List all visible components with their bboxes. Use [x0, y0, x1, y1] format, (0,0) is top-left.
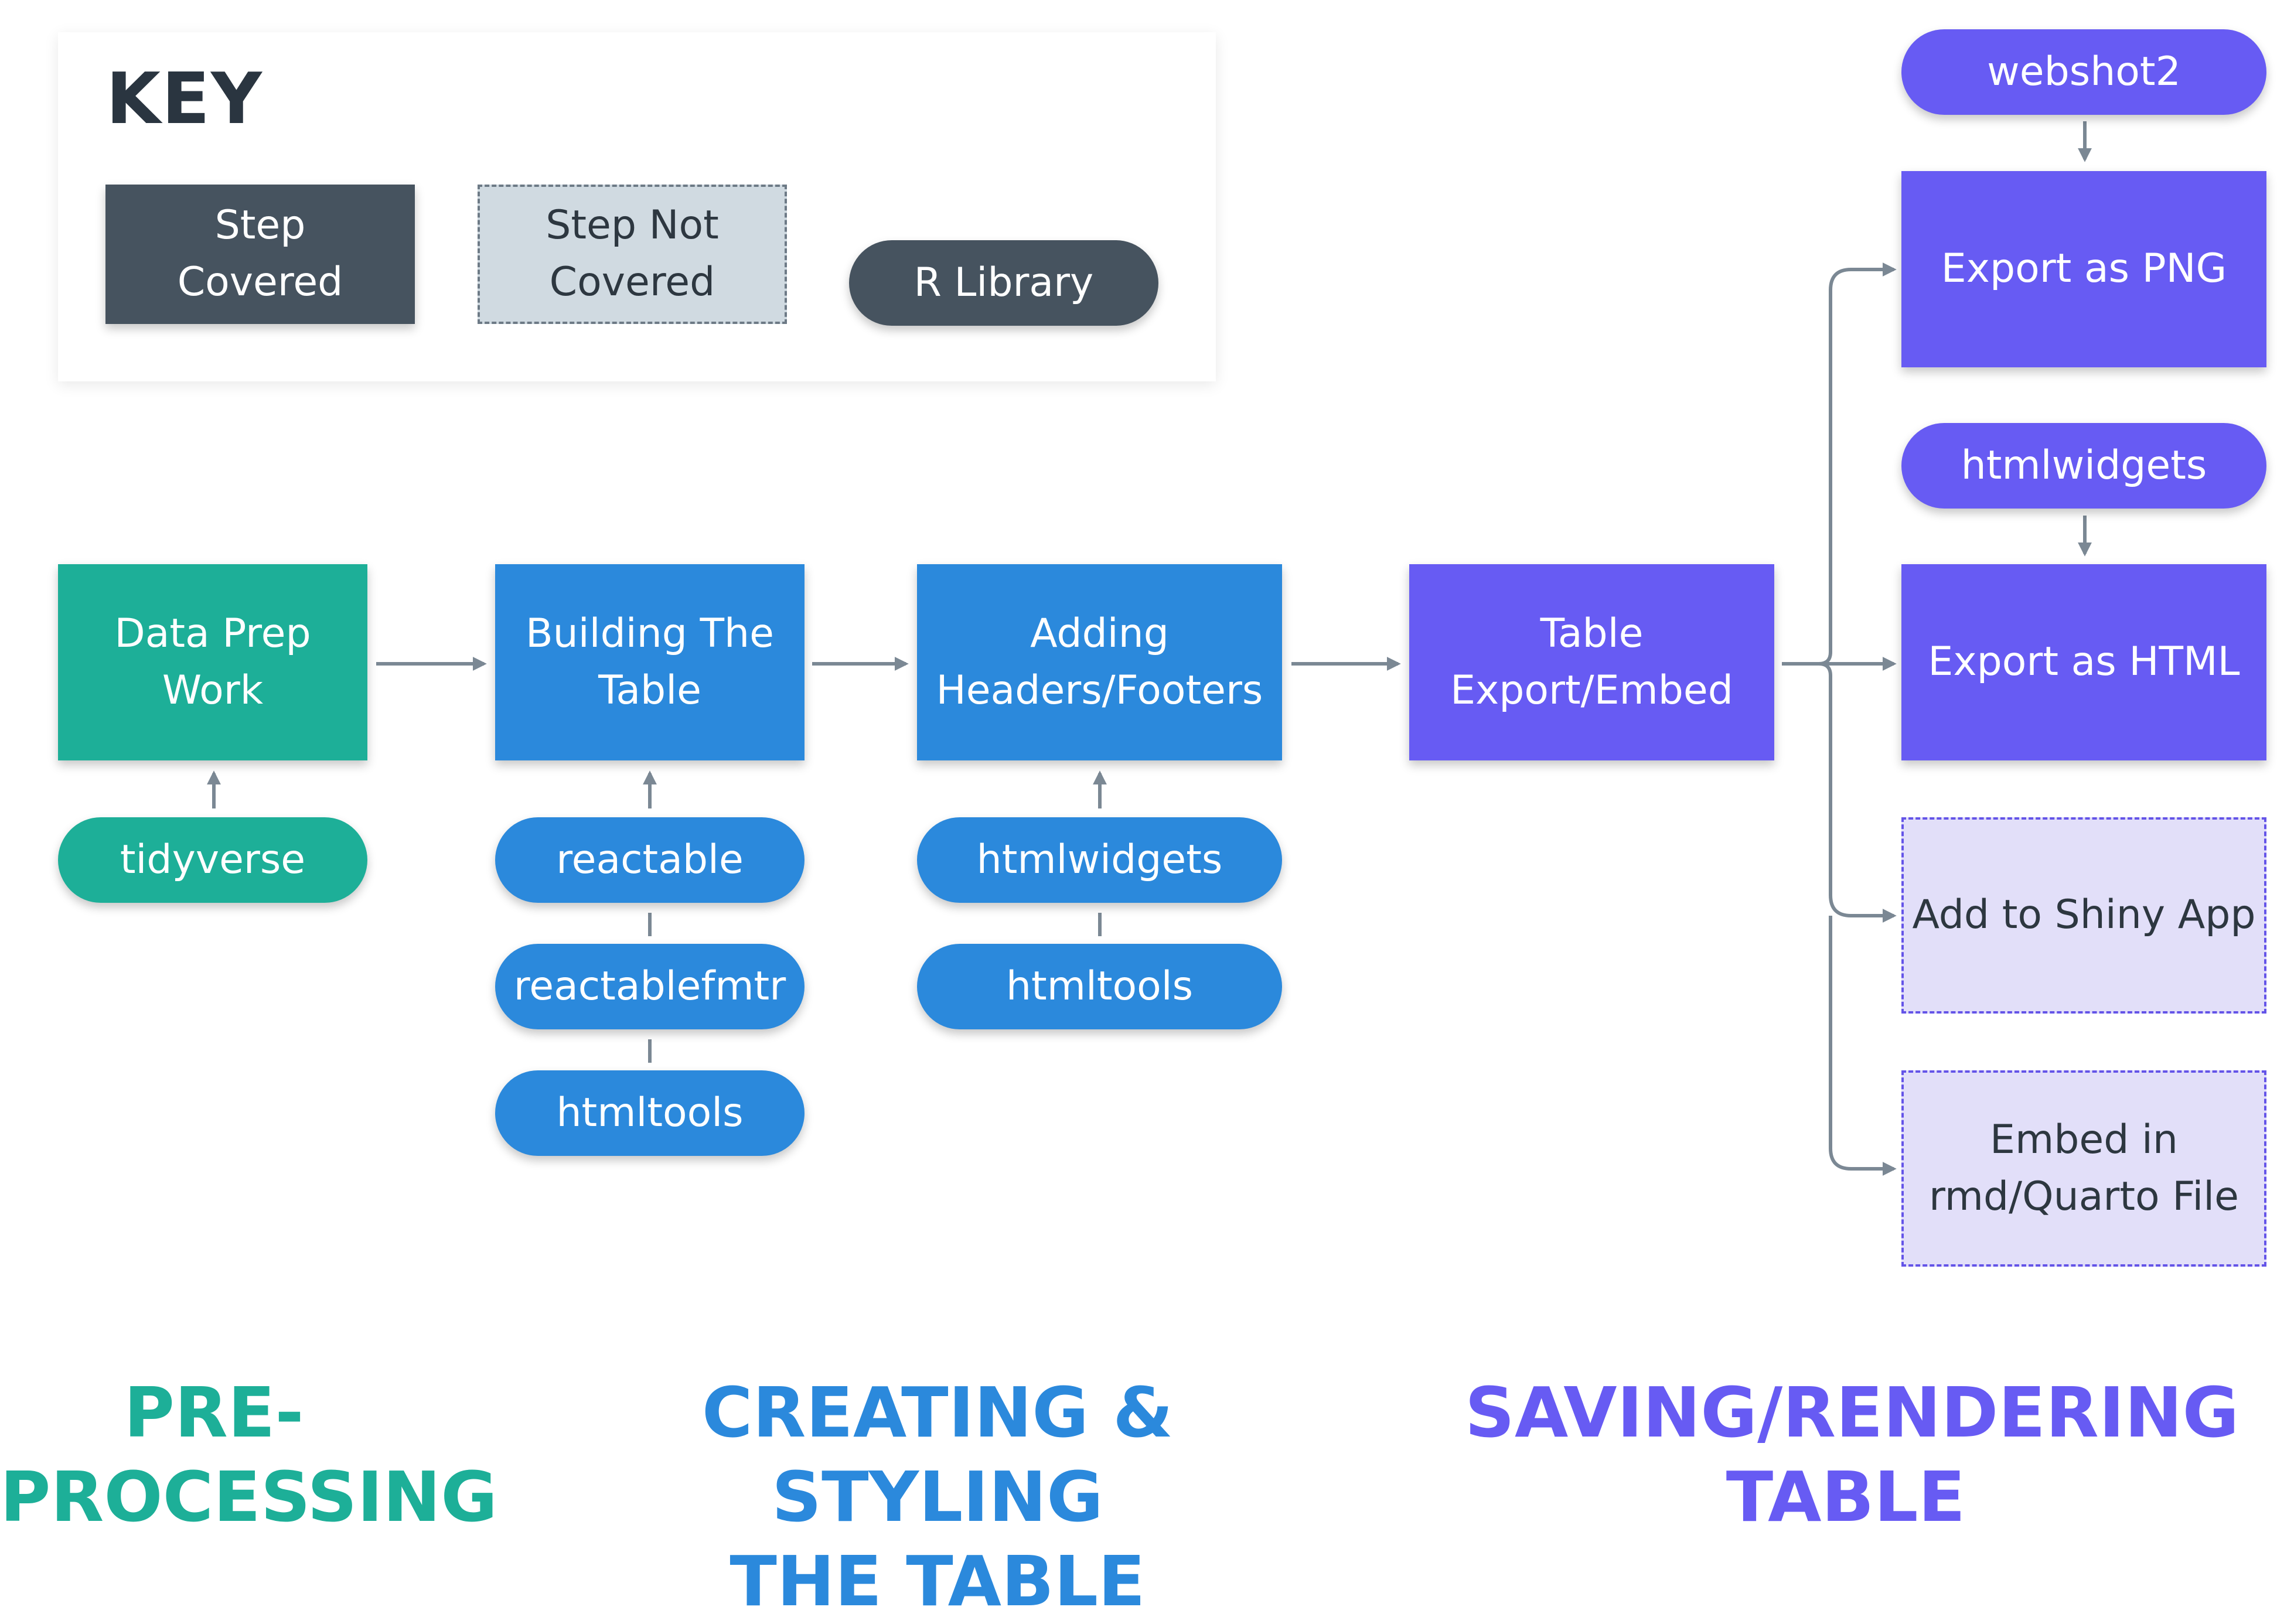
- step-export-html: Export as HTML: [1901, 564, 2266, 760]
- key-step-not-covered: Step Not Covered: [478, 185, 787, 324]
- section-saving-rendering: SAVING/RENDERING TABLE: [1465, 1372, 2239, 1537]
- library-reactable: reactable: [495, 817, 805, 903]
- section-preprocessing: PRE- PROCESSING: [0, 1372, 498, 1537]
- step-embed-rmd: Embed in rmd/Quarto File: [1901, 1070, 2266, 1267]
- branch-to-rmd: [1829, 916, 1897, 1176]
- step-table-export: Table Export/Embed: [1409, 564, 1774, 760]
- library-tidyverse: tidyverse: [58, 817, 367, 903]
- library-htmlwidgets-export: htmlwidgets: [1901, 423, 2266, 509]
- step-export-png: Export as PNG: [1901, 171, 2266, 367]
- library-htmltools-headers: htmltools: [917, 944, 1282, 1029]
- branch-curve-bottom: [1818, 662, 1832, 676]
- branch-to-png: [1829, 262, 1897, 652]
- key-title: KEY: [106, 59, 263, 140]
- step-data-prep: Data Prep Work: [58, 564, 367, 760]
- library-htmlwidgets-headers: htmlwidgets: [917, 817, 1282, 903]
- step-building-table: Building The Table: [495, 564, 805, 760]
- step-adding-headers: Adding Headers/Footers: [917, 564, 1282, 760]
- library-htmltools-build: htmltools: [495, 1070, 805, 1156]
- library-webshot2: webshot2: [1901, 29, 2266, 115]
- key-r-library: R Library: [849, 240, 1158, 326]
- library-reactablefmtr: reactablefmtr: [495, 944, 805, 1029]
- section-creating-styling: CREATING & STYLING THE TABLE: [701, 1372, 1174, 1622]
- branch-to-shiny: [1829, 675, 1897, 923]
- branch-curve-top: [1818, 651, 1832, 666]
- key-step-covered: Step Covered: [105, 185, 415, 324]
- step-add-shiny: Add to Shiny App: [1901, 817, 2266, 1014]
